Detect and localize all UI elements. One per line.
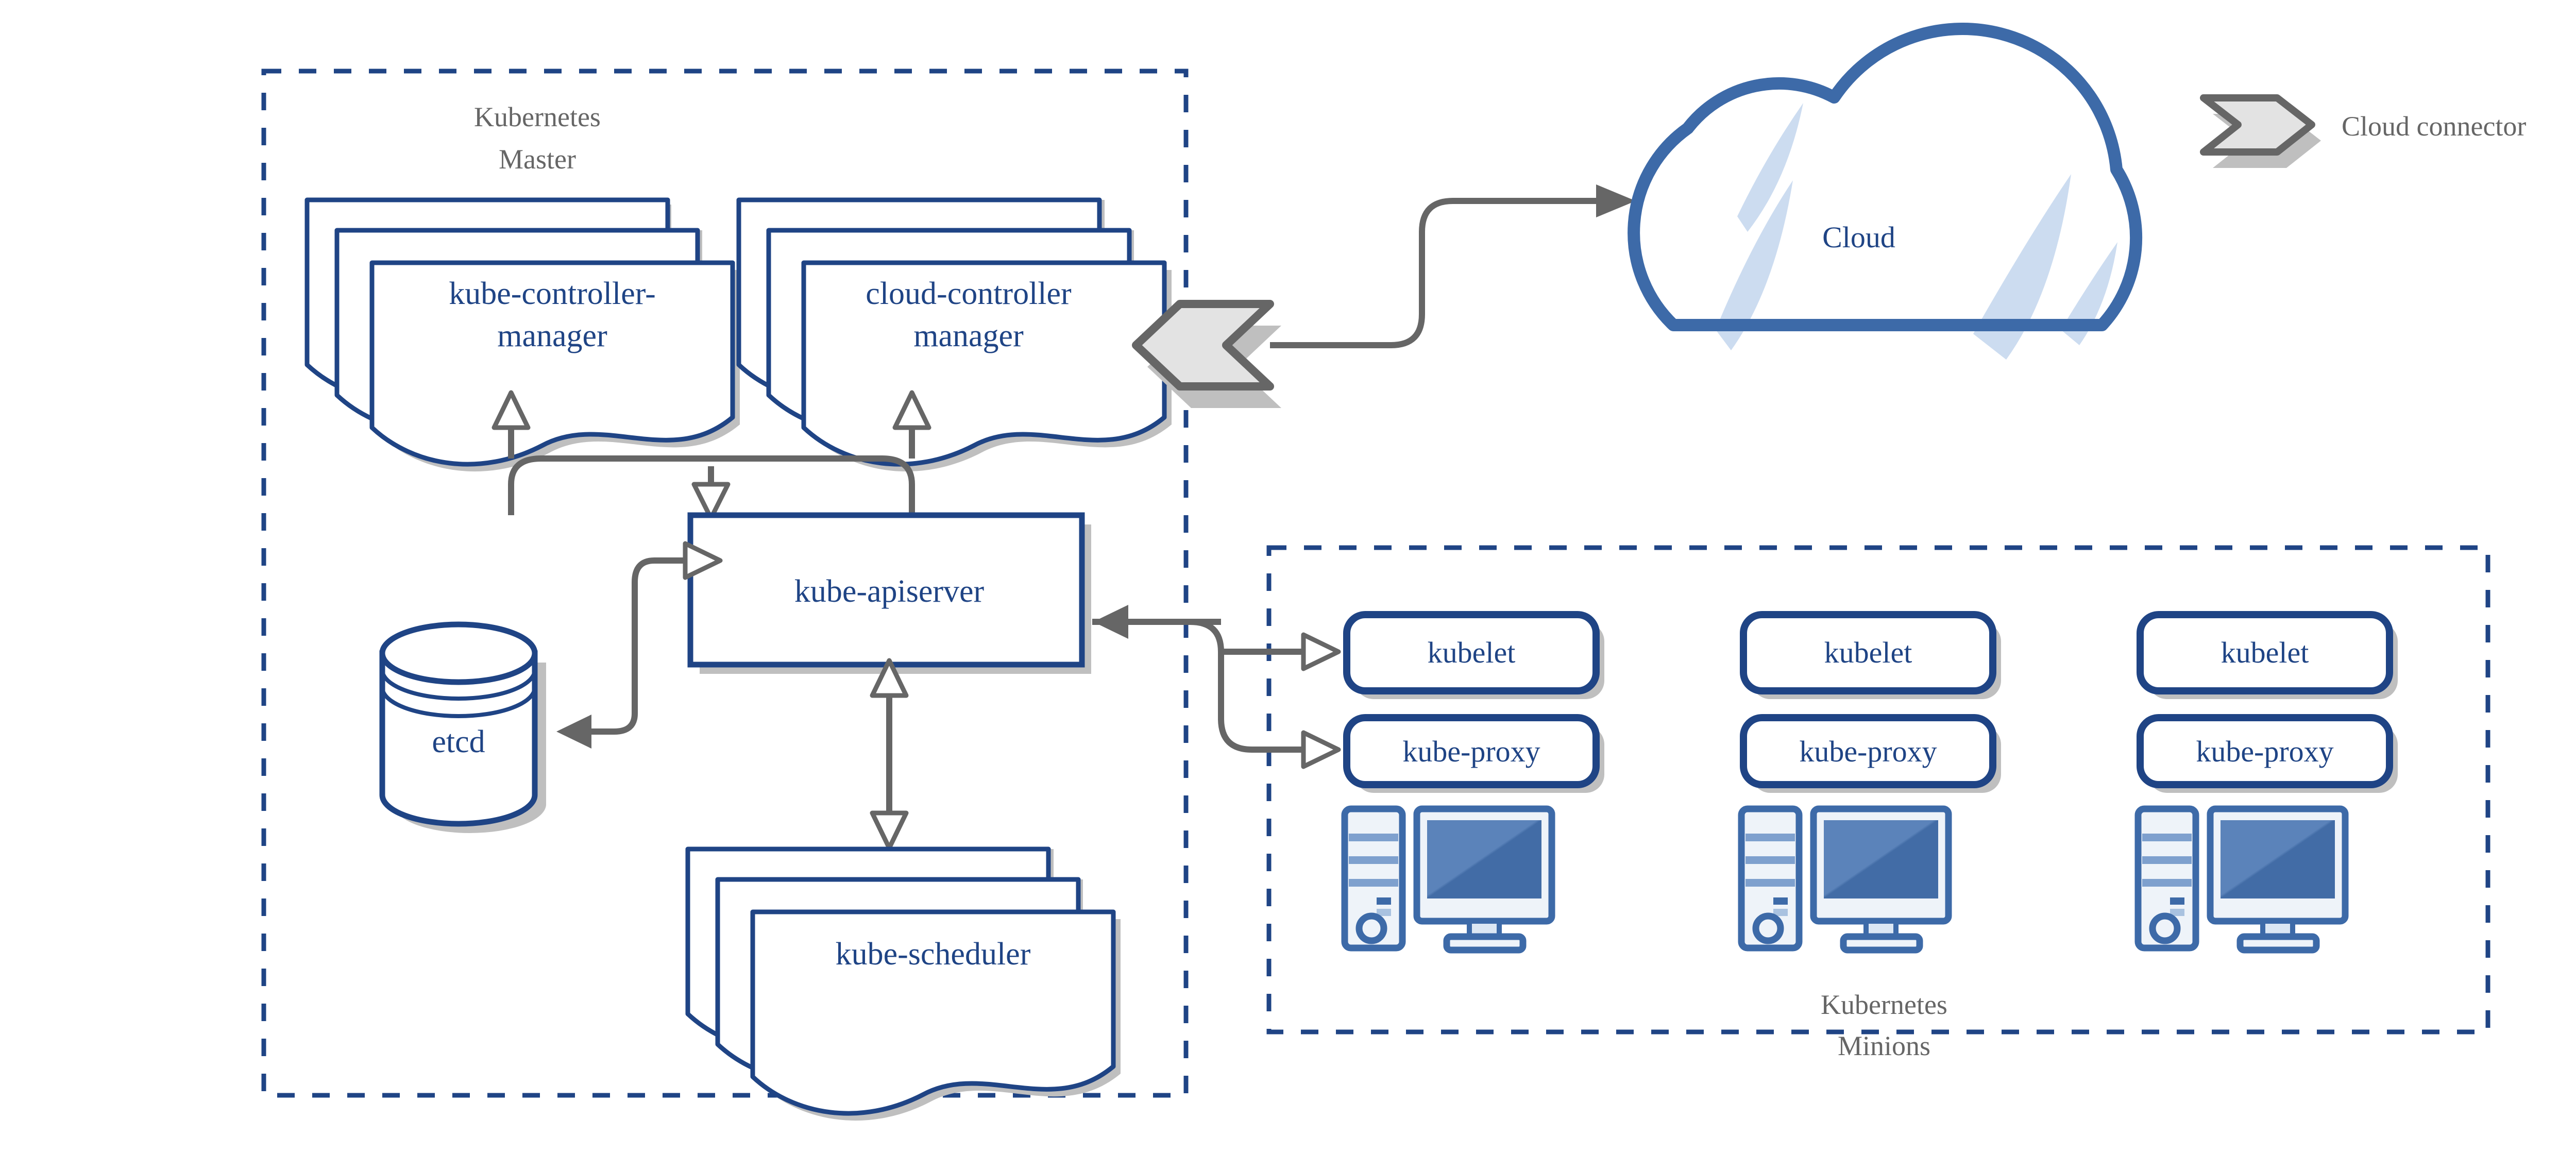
kube-proxy-pill-2[interactable]: kube-proxy <box>1740 714 2001 793</box>
kube-proxy-label-2: kube-proxy <box>1799 735 1937 768</box>
legend-label: Cloud connector <box>2342 111 2526 142</box>
kubelet-pill-2[interactable]: kubelet <box>1740 611 2001 699</box>
minions-label-line1: Kubernetes <box>1821 989 1947 1020</box>
cloud-label: Cloud <box>1822 221 1895 254</box>
etcd-label: etcd <box>432 724 485 759</box>
kube-proxy-pill-3[interactable]: kube-proxy <box>2137 714 2398 793</box>
apiserver-scheduler-arrows <box>870 658 909 851</box>
kube-apiserver-node[interactable]: kube-apiserver <box>687 512 1091 674</box>
apiserver-etcd-arrows <box>556 541 723 749</box>
kube-proxy-label-1: kube-proxy <box>1402 735 1540 768</box>
kube-apiserver-label: kube-apiserver <box>794 574 985 609</box>
cloud-connector-icon <box>2200 94 2321 168</box>
master-label-line2: Master <box>499 144 576 175</box>
computer-icon-1 <box>1341 805 1555 954</box>
etcd-node[interactable]: etcd <box>379 621 546 833</box>
kube-controller-manager-label-line2: manager <box>497 318 607 353</box>
computer-icon-2 <box>1738 805 1952 954</box>
apiserver-to-controllers-arrows <box>492 390 931 521</box>
minion-node-1: kubelet kube-proxy <box>1341 611 1604 954</box>
cloud-controller-manager-label-line1: cloud-controller <box>866 276 1072 311</box>
apiserver-to-minion-arrows <box>1092 605 1341 769</box>
cloud-controller-manager-label-line2: manager <box>913 318 1024 353</box>
legend-cloud-connector: Cloud connector <box>2200 94 2526 168</box>
kube-proxy-pill-1[interactable]: kube-proxy <box>1343 714 1604 793</box>
kubernetes-minions-boundary <box>1266 545 2490 1035</box>
kube-controller-manager-card[interactable]: kube-controller- manager <box>304 197 740 472</box>
master-label-line1: Kubernetes <box>474 101 601 132</box>
kubelet-pill-1[interactable]: kubelet <box>1343 611 1604 699</box>
kube-scheduler-label: kube-scheduler <box>836 937 1031 972</box>
kube-controller-manager-label-line1: kube-controller- <box>449 276 656 311</box>
kubelet-pill-3[interactable]: kubelet <box>2137 611 2398 699</box>
kube-proxy-label-3: kube-proxy <box>2196 735 2333 768</box>
cloud-controller-manager-card[interactable]: cloud-controller manager <box>736 197 1172 472</box>
computer-icon-3 <box>2134 805 2349 954</box>
cloud-link-connector <box>1132 300 1281 408</box>
minions-label-line2: Minions <box>1838 1030 1930 1061</box>
kube-scheduler-card[interactable]: kube-scheduler <box>685 846 1121 1121</box>
minion-node-2: kubelet kube-proxy <box>1738 611 2001 954</box>
kubelet-label-2: kubelet <box>1824 636 1912 669</box>
kubernetes-master-boundary <box>261 69 1189 1098</box>
cloud-node[interactable]: Cloud <box>1628 23 2143 360</box>
minion-node-3: kubelet kube-proxy <box>2134 611 2398 954</box>
kubelet-label-1: kubelet <box>1428 636 1516 669</box>
kubelet-label-3: kubelet <box>2221 636 2309 669</box>
